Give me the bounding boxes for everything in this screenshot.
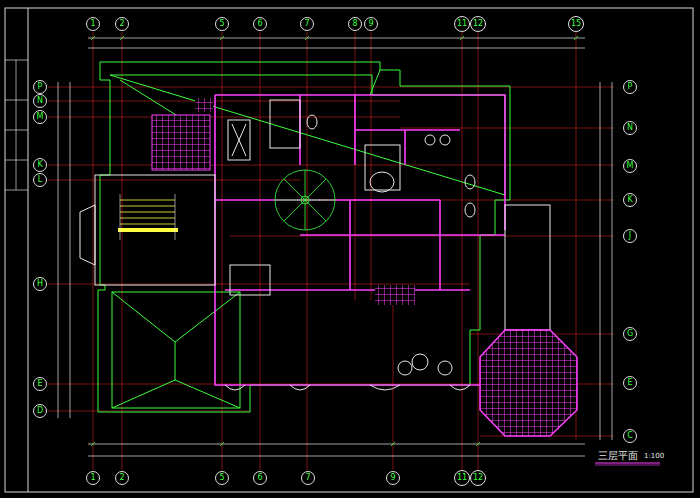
axis-label: E: [37, 380, 42, 388]
axis-label: 15: [571, 20, 581, 28]
axis-bubble: K: [623, 193, 637, 207]
scale-label: 1:100: [644, 453, 664, 460]
axis-label: 5: [219, 20, 224, 28]
axis-label: E: [627, 379, 632, 387]
axis-bubble: 12: [470, 16, 486, 32]
axis-label: 9: [390, 474, 395, 482]
axis-bubble: P: [33, 80, 47, 94]
axis-label: P: [38, 83, 43, 91]
axis-bubble: C: [623, 429, 637, 443]
axis-label: 5: [219, 474, 224, 482]
axis-bubble: 1: [86, 17, 100, 31]
axis-bubble: 6: [253, 471, 267, 485]
axis-bubble: 1: [86, 471, 100, 485]
axis-label: D: [37, 407, 43, 415]
axis-label: 6: [257, 20, 262, 28]
axis-label: N: [37, 97, 43, 105]
axis-bubble: 5: [215, 17, 229, 31]
axis-bubble: D: [33, 404, 47, 418]
axis-bubble: 11: [454, 16, 470, 32]
axis-bubble: E: [623, 376, 637, 390]
axis-label: 2: [119, 474, 124, 482]
axis-label: 6: [257, 474, 262, 482]
axis-label: 8: [352, 20, 357, 28]
axis-bubble: 2: [115, 471, 129, 485]
axis-bubble: M: [623, 159, 637, 173]
axis-bubble: 7: [300, 17, 314, 31]
axis-bubble: E: [33, 377, 47, 391]
axis-bubble: 6: [253, 17, 267, 31]
axis-label: M: [37, 113, 44, 121]
axis-bubble: 8: [348, 17, 362, 31]
axis-label: 2: [119, 20, 124, 28]
axis-label: 7: [304, 20, 309, 28]
axis-bubble: P: [623, 80, 637, 94]
axis-bubble: 11: [454, 470, 470, 486]
axis-bubble: G: [623, 327, 637, 341]
axis-label: 12: [473, 20, 483, 28]
axis-bubble: 5: [215, 471, 229, 485]
axis-bubble: 12: [470, 470, 486, 486]
axis-label: L: [38, 176, 42, 184]
axis-label: H: [37, 280, 43, 288]
axis-bubble: 7: [301, 471, 315, 485]
axis-label: K: [37, 161, 42, 169]
axis-label: C: [627, 432, 633, 440]
axis-bubble: L: [33, 173, 47, 187]
axis-bubble: 9: [364, 17, 378, 31]
axis-label: 9: [368, 20, 373, 28]
axis-label: K: [627, 196, 632, 204]
axis-label: N: [627, 124, 633, 132]
axis-bubble: 15: [568, 16, 584, 32]
axis-bubble: 9: [386, 471, 400, 485]
axis-label: 7: [305, 474, 310, 482]
axis-label: G: [627, 330, 633, 338]
axis-bubble: J: [623, 229, 637, 243]
axis-label: 1: [90, 20, 95, 28]
axis-label: M: [627, 162, 634, 170]
axis-label: 12: [473, 474, 483, 482]
axis-label: P: [628, 83, 633, 91]
axis-label: 1: [90, 474, 95, 482]
axis-bubble: M: [33, 110, 47, 124]
axis-bubble: N: [33, 94, 47, 108]
axis-label: J: [629, 232, 631, 240]
drawing-title: 三层平面: [598, 451, 638, 461]
axis-bubble: K: [33, 158, 47, 172]
axis-bubble: N: [623, 121, 637, 135]
axis-bubble: H: [33, 277, 47, 291]
axis-label: 11: [457, 474, 467, 482]
axis-label: 11: [457, 20, 467, 28]
axis-bubble: 2: [115, 17, 129, 31]
